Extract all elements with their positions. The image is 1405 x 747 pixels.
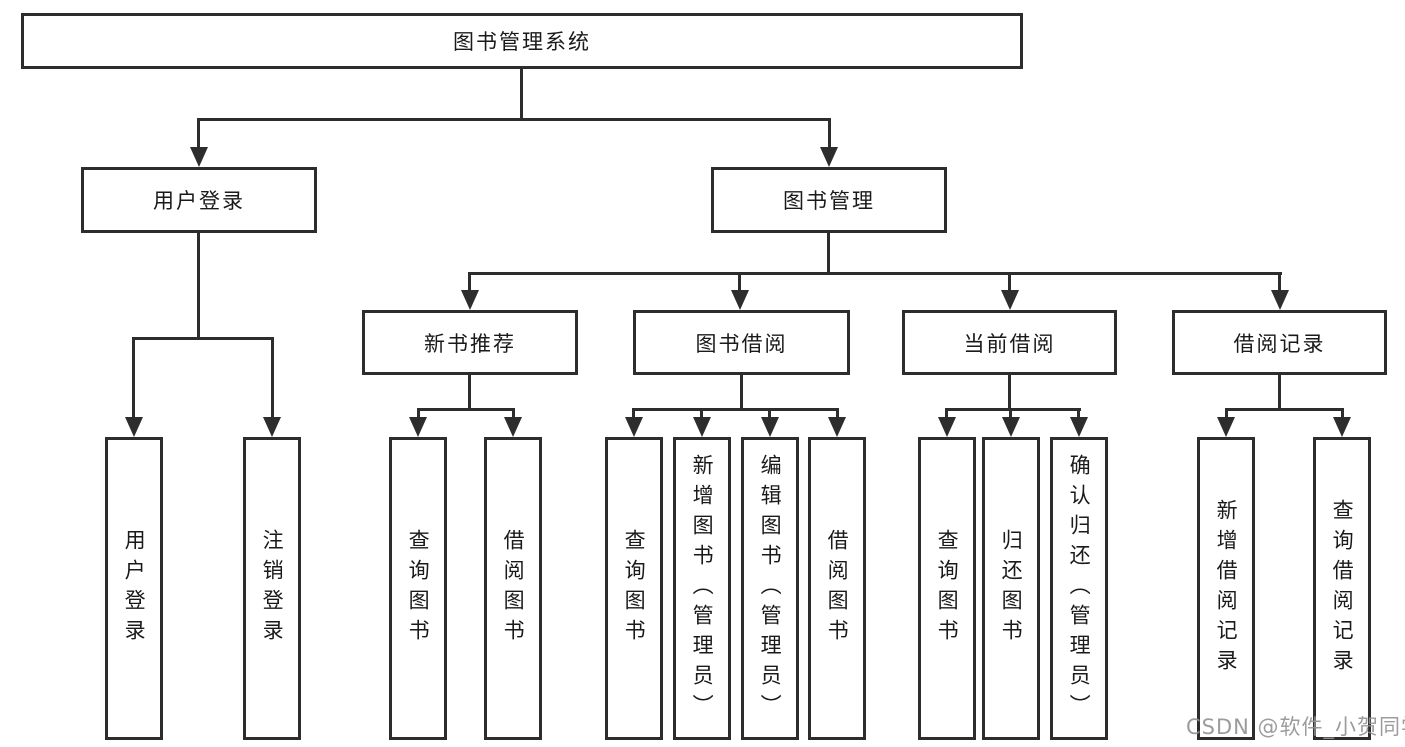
connector-line — [1278, 272, 1281, 293]
connector-line — [768, 408, 771, 419]
arrowhead-down-icon — [263, 417, 281, 437]
arrowhead-down-icon — [1002, 417, 1020, 437]
arrowhead-down-icon — [1217, 417, 1235, 437]
connector-line — [417, 408, 515, 411]
connector-line — [827, 233, 830, 272]
arrowhead-down-icon — [938, 417, 956, 437]
node-label: 图书借阅 — [695, 331, 788, 356]
leaf-label: 借阅图书 — [825, 528, 850, 649]
leaf-edit-books-admin: 编辑图书（管理员） — [741, 437, 799, 740]
arrowhead-down-icon — [409, 417, 427, 437]
leaf-add-books-admin: 新增图书（管理员） — [673, 437, 731, 740]
leaf-label: 查询图书 — [935, 528, 960, 649]
connector-line — [1278, 375, 1281, 408]
leaf-label: 用户登录 — [122, 528, 147, 649]
connector-line — [417, 408, 420, 419]
leaf-label: 查询图书 — [622, 528, 647, 649]
leaf-query-borrow-record: 查询借阅记录 — [1313, 437, 1371, 740]
connector-line — [633, 408, 839, 411]
leaf-label: 查询借阅记录 — [1330, 498, 1355, 679]
leaf-borrow-books: 借阅图书 — [808, 437, 866, 740]
connector-line — [197, 118, 200, 149]
arrowhead-down-icon — [504, 417, 522, 437]
connector-line — [740, 375, 743, 408]
leaf-borrow-books-recommend: 借阅图书 — [484, 437, 542, 740]
node-label: 用户登录 — [153, 189, 245, 213]
node-book-management: 图书管理 — [711, 167, 947, 233]
leaf-user-login: 用户登录 — [105, 437, 163, 740]
arrowhead-down-icon — [1070, 417, 1088, 437]
connector-line — [132, 337, 274, 340]
arrowhead-down-icon — [820, 147, 838, 167]
node-current-borrowing: 当前借阅 — [902, 310, 1117, 375]
leaf-logout: 注销登录 — [243, 437, 301, 740]
connector-line — [836, 408, 839, 419]
connector-line — [468, 375, 471, 408]
leaf-label: 查询图书 — [406, 528, 431, 649]
connector-line — [945, 408, 1081, 411]
node-label: 图书管理 — [783, 189, 875, 213]
node-library-management-system: 图书管理系统 — [21, 13, 1023, 69]
leaf-label: 编辑图书（管理员） — [758, 453, 783, 724]
arrowhead-down-icon — [1001, 290, 1019, 310]
leaf-add-borrow-record: 新增借阅记录 — [1197, 437, 1255, 740]
connector-line — [945, 408, 948, 419]
connector-line — [1008, 375, 1011, 408]
connector-line — [828, 118, 831, 149]
leaf-query-books-current: 查询图书 — [918, 437, 976, 740]
arrowhead-down-icon — [625, 417, 643, 437]
arrowhead-down-icon — [828, 417, 846, 437]
node-label: 当前借阅 — [963, 331, 1056, 356]
connector-line — [271, 337, 274, 420]
connector-line — [738, 272, 741, 293]
connector-line — [1008, 272, 1011, 293]
connector-line — [468, 272, 471, 293]
node-user-login: 用户登录 — [81, 167, 317, 233]
node-label: 新书推荐 — [424, 331, 516, 356]
connector-line — [632, 408, 635, 419]
leaf-label: 新增图书（管理员） — [690, 453, 715, 724]
arrowhead-down-icon — [761, 417, 779, 437]
leaf-label: 注销登录 — [260, 528, 285, 649]
connector-line — [197, 233, 200, 337]
connector-line — [468, 272, 1282, 275]
leaf-query-books-recommend: 查询图书 — [389, 437, 447, 740]
csdn-watermark: CSDN @软件_小贺同学 — [1186, 715, 1405, 739]
leaf-label: 归还图书 — [999, 528, 1024, 649]
arrowhead-down-icon — [693, 417, 711, 437]
arrowhead-down-icon — [190, 147, 208, 167]
node-label: 图书管理系统 — [453, 30, 591, 54]
leaf-query-books-borrowing: 查询图书 — [605, 437, 663, 740]
connector-line — [520, 69, 523, 118]
arrowhead-down-icon — [731, 290, 749, 310]
arrowhead-down-icon — [1333, 417, 1351, 437]
connector-line — [132, 337, 135, 420]
arrowhead-down-icon — [125, 417, 143, 437]
node-new-book-recommendation: 新书推荐 — [362, 310, 578, 375]
leaf-label: 新增借阅记录 — [1214, 498, 1239, 679]
leaf-label: 借阅图书 — [501, 528, 526, 649]
connector-line — [1077, 408, 1080, 419]
node-book-borrowing: 图书借阅 — [633, 310, 850, 375]
connector-line — [1225, 408, 1344, 411]
node-label: 借阅记录 — [1233, 331, 1326, 356]
connector-line — [512, 408, 515, 419]
arrowhead-down-icon — [1271, 290, 1289, 310]
connector-line — [1009, 408, 1012, 419]
connector-line — [1225, 408, 1228, 419]
node-borrowing-records: 借阅记录 — [1172, 310, 1387, 375]
arrowhead-down-icon — [461, 290, 479, 310]
leaf-label: 确认归还（管理员） — [1067, 453, 1092, 724]
connector-line — [197, 118, 831, 121]
leaf-confirm-return-admin: 确认归还（管理员） — [1050, 437, 1108, 740]
connector-line — [1341, 408, 1344, 419]
connector-line — [700, 408, 703, 419]
leaf-return-books: 归还图书 — [982, 437, 1040, 740]
